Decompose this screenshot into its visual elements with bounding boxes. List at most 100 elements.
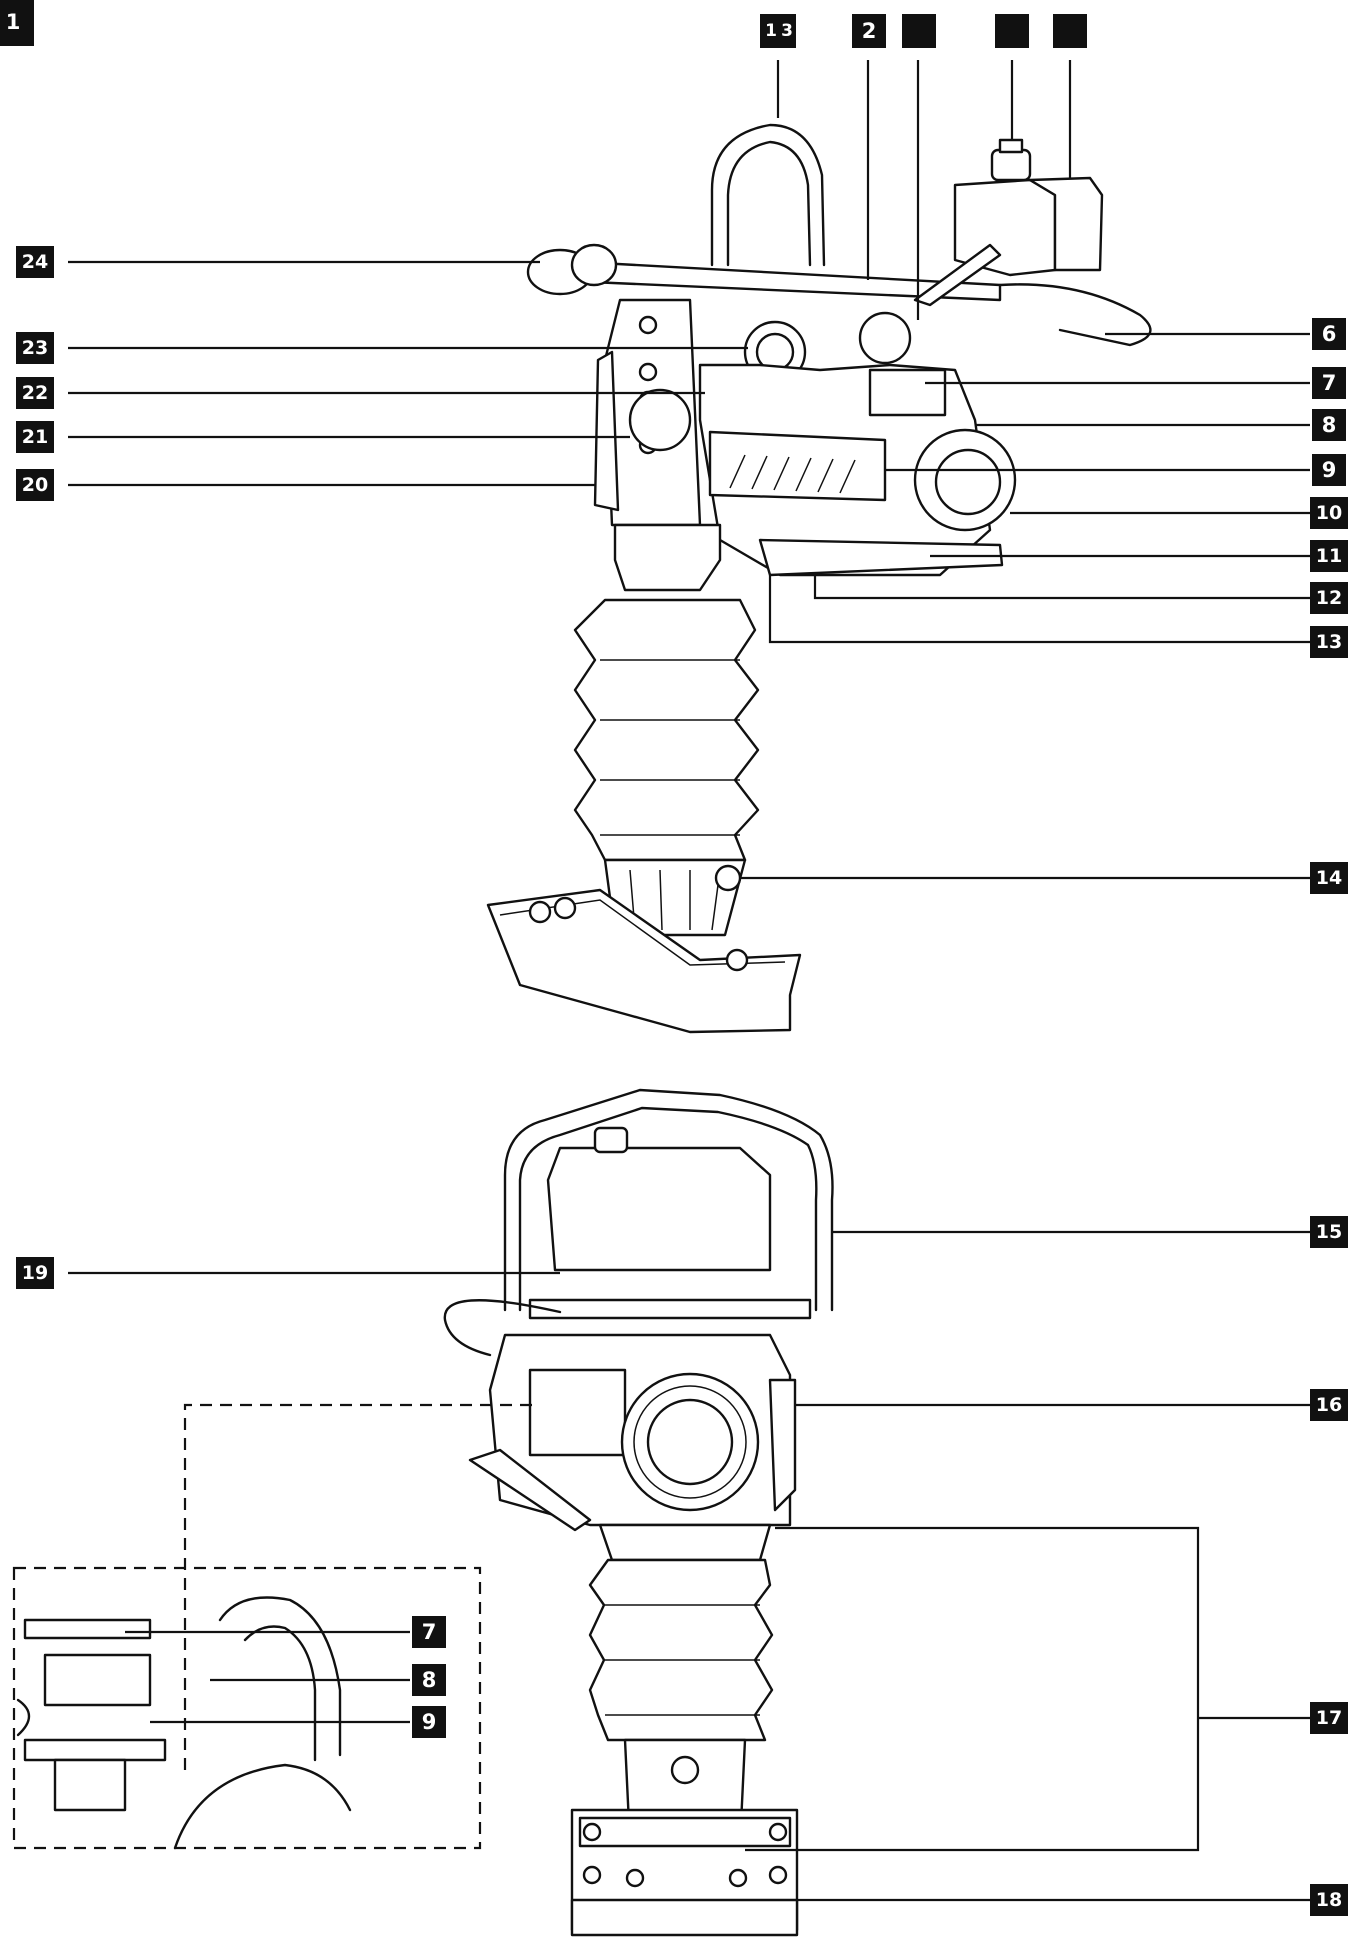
detail-callout-7-text: 7 (422, 1620, 437, 1644)
muffler-pipe (858, 311, 912, 365)
callout-11-text: 11 (1316, 545, 1342, 567)
detail-linkage (43, 1653, 152, 1707)
detail-stem (53, 1758, 127, 1812)
callout-6-text: 6 (1322, 322, 1337, 346)
rear-foot-bolt-1 (582, 1822, 602, 1842)
callout-1-3: 1 3 (760, 14, 796, 48)
rear-fuel-cap (593, 1126, 629, 1154)
callout-21-text: 21 (22, 426, 48, 448)
side-view-drawing (486, 123, 1152, 1034)
detail-callout-7: 7 (412, 1616, 446, 1648)
detail-wheel-arc (173, 1763, 352, 1850)
engine-base (758, 538, 1004, 577)
rear-foot-bolt-3 (582, 1865, 602, 1885)
callout-15-text: 15 (1316, 1221, 1342, 1243)
recoil-starter-hub (934, 448, 1002, 516)
rear-bellows-folds (605, 1604, 760, 1716)
detail-callout-8-text: 8 (422, 1668, 437, 1692)
detail-callout-8: 8 (412, 1664, 446, 1696)
foot-bolt-1 (528, 900, 552, 924)
heat-shield (708, 430, 887, 502)
tank-bracket (913, 243, 1002, 307)
callout-20: 20 (16, 469, 54, 501)
callout-16: 16 (1310, 1389, 1348, 1421)
rear-view-drawing (443, 1088, 834, 1937)
rear-recoil-ring (633, 1385, 747, 1499)
callout-3-text: 3 (781, 21, 793, 41)
callout-17-text: 17 (1316, 1707, 1342, 1729)
frame-bolt-1 (638, 315, 658, 335)
callout-6: 6 (1312, 318, 1346, 350)
rear-fuel-tank (546, 1146, 772, 1272)
lower-leg-ribs (629, 869, 721, 931)
callout-12: 12 (1310, 582, 1348, 614)
foot-plate (486, 888, 802, 1034)
rear-foot-bolt-2 (768, 1822, 788, 1842)
callout-21: 21 (16, 421, 54, 453)
detail-lever (23, 1618, 152, 1640)
fuel-cap (990, 148, 1032, 182)
callout-13-text: 13 (1316, 631, 1342, 653)
callout-labels: 1 3 2 6 7 8 9 10 11 12 13 14 15 16 17 18… (16, 14, 1348, 1916)
side-cover (593, 350, 620, 512)
rear-foot-bolt-4 (768, 1865, 788, 1885)
foot-bolt-3 (725, 948, 749, 972)
detail-inset (12, 1403, 535, 1850)
carburetor-rear (528, 1368, 627, 1457)
rear-bracket-left (468, 1448, 592, 1532)
callout-20-text: 20 (22, 474, 48, 496)
carry-handle-inner (726, 140, 812, 267)
detail-callout-9-text: 9 (422, 1710, 437, 1734)
rear-foot-bolt-6 (728, 1868, 748, 1888)
detail-base-plate (23, 1738, 167, 1762)
callout-13: 13 (1310, 626, 1348, 658)
detail-callout-line (183, 1403, 535, 1770)
callout-9: 9 (1312, 454, 1346, 486)
callout-15: 15 (1310, 1216, 1348, 1248)
oil-plug (714, 864, 742, 892)
rear-crossbar (528, 1298, 812, 1320)
callout-7-text: 7 (1322, 371, 1337, 395)
callout-2: 2 (852, 14, 886, 48)
foot-bolt-2 (553, 896, 577, 920)
callout-19: 19 (16, 1257, 54, 1289)
callout-11: 11 (1310, 540, 1348, 572)
detail-hose-inner (243, 1625, 317, 1762)
callout-10-text: 10 (1316, 502, 1342, 524)
throttle-cable (443, 1299, 562, 1357)
upper-neck (613, 523, 722, 592)
handle-grip-cap (570, 243, 618, 287)
callout-24: 24 (16, 246, 54, 278)
callout-5b (1053, 14, 1087, 48)
callout-14-text: 14 (1316, 867, 1342, 889)
callout-14: 14 (1310, 862, 1348, 894)
detail-callout-9: 9 (412, 1706, 446, 1738)
figure-number-text: 1 (6, 10, 21, 34)
rear-bellows (588, 1558, 774, 1742)
callout-8: 8 (1312, 409, 1346, 441)
callout-23-text: 23 (22, 337, 48, 359)
rear-foot-top (578, 1816, 792, 1848)
detail-hose (218, 1596, 342, 1757)
callout-22-text: 22 (22, 382, 48, 404)
callout-4 (902, 14, 936, 48)
callout-18-text: 18 (1316, 1889, 1342, 1911)
callout-8-text: 8 (1322, 413, 1337, 437)
rear-oil-plug (670, 1755, 700, 1785)
rear-handle-outer (503, 1088, 834, 1312)
callout-23: 23 (16, 332, 54, 364)
callout-2-text: 2 (862, 19, 877, 43)
callout-1-text: 1 (765, 21, 777, 41)
leader-lines (68, 60, 1310, 1902)
leader-12 (813, 575, 1310, 600)
callout-9-text: 9 (1322, 458, 1337, 482)
rear-foot-bolt-5 (625, 1868, 645, 1888)
fuel-cap-top (998, 138, 1024, 154)
callout-10: 10 (1310, 497, 1348, 529)
frame-bolt-2 (638, 362, 658, 382)
callout-24-text: 24 (22, 251, 48, 273)
carburetor-housing (868, 368, 947, 417)
leader-13 (768, 575, 1310, 644)
figure-number-badge: 1 (0, 0, 34, 46)
carry-handle (710, 123, 826, 267)
